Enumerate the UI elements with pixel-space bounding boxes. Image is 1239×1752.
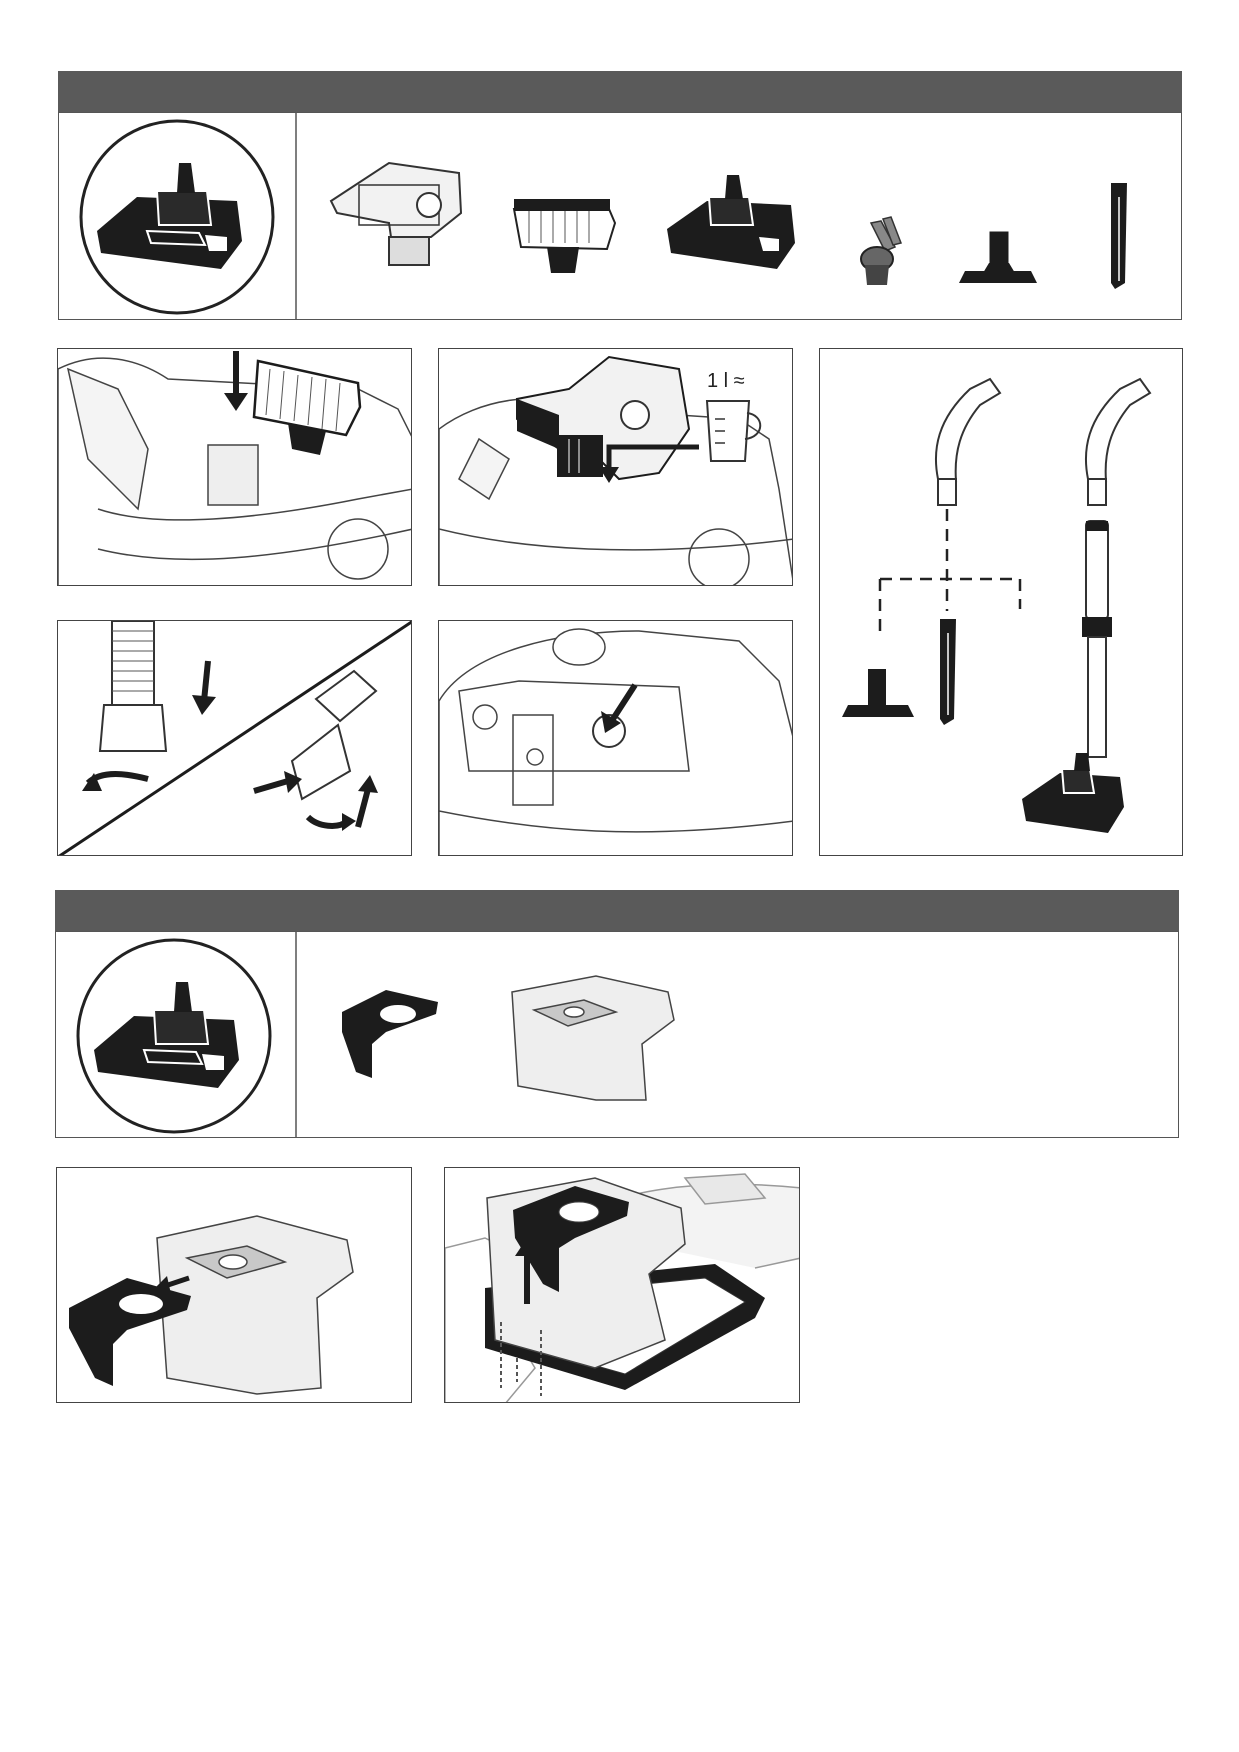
- measuring-jug-icon: [705, 400, 762, 462]
- foam-filter-icon: [252, 359, 362, 455]
- step-attach-bag-holder: [56, 1167, 412, 1403]
- down-arrow-icon: [192, 660, 216, 715]
- section-b-header-bar: [55, 890, 1179, 932]
- foam-filter-icon: [512, 199, 617, 273]
- section-b-accessory-panel: [55, 931, 1179, 1138]
- hose-handle-icon: [935, 377, 1002, 506]
- water-flow-arrow-icon: [599, 444, 699, 483]
- step-insert-foam-filter: [57, 348, 412, 586]
- upholstery-nozzle-icon: [842, 669, 914, 717]
- guide-rails: [500, 1322, 542, 1396]
- up-arrow-icon: [515, 1238, 539, 1304]
- hose-icon: [98, 621, 168, 752]
- up-arrow-icon: [355, 775, 378, 828]
- down-arrow-icon: [224, 351, 248, 411]
- crevice-nozzle-icon: [1111, 183, 1127, 289]
- dust-bag-icon: [511, 975, 675, 1101]
- floor-nozzle-icon: [667, 175, 795, 269]
- crevice-nozzle-icon: [940, 619, 956, 725]
- telescopic-tube-icon: [1082, 520, 1112, 758]
- step-insert-dust-bag: [444, 1167, 800, 1403]
- hose-icon: [290, 669, 378, 801]
- section-a-accessory-panel: [58, 112, 1182, 320]
- step-attach-hose: [57, 620, 412, 856]
- container-filter-icon: [329, 161, 463, 266]
- floor-nozzle-icon: [1022, 753, 1124, 833]
- rotate-arrow-icon: [82, 771, 149, 791]
- press-arrow-icon: [601, 683, 638, 733]
- rotate-arrow-icon: [305, 813, 356, 831]
- bag-holder-icon: [513, 1186, 629, 1292]
- step-press-release-button: [438, 620, 793, 856]
- fill-volume-label: 1 l ≈: [707, 370, 745, 392]
- dusting-brush-icon: [860, 216, 903, 285]
- step-insert-container: 1 l ≈: [438, 348, 793, 586]
- connection-guide-lines: [878, 509, 1022, 639]
- step-attach-accessories: [819, 348, 1183, 856]
- upholstery-nozzle-icon: [959, 230, 1037, 283]
- floor-nozzle-circle-icon: [76, 938, 272, 1134]
- section-a-header-bar: [58, 71, 1182, 113]
- bag-holder-icon: [342, 990, 438, 1078]
- right-arrow-icon: [253, 771, 302, 794]
- floor-nozzle-circle-icon: [79, 119, 275, 315]
- bag-holder-icon: [69, 1278, 191, 1386]
- dust-bag-icon: [156, 1215, 354, 1395]
- hose-handle-icon: [1085, 377, 1152, 506]
